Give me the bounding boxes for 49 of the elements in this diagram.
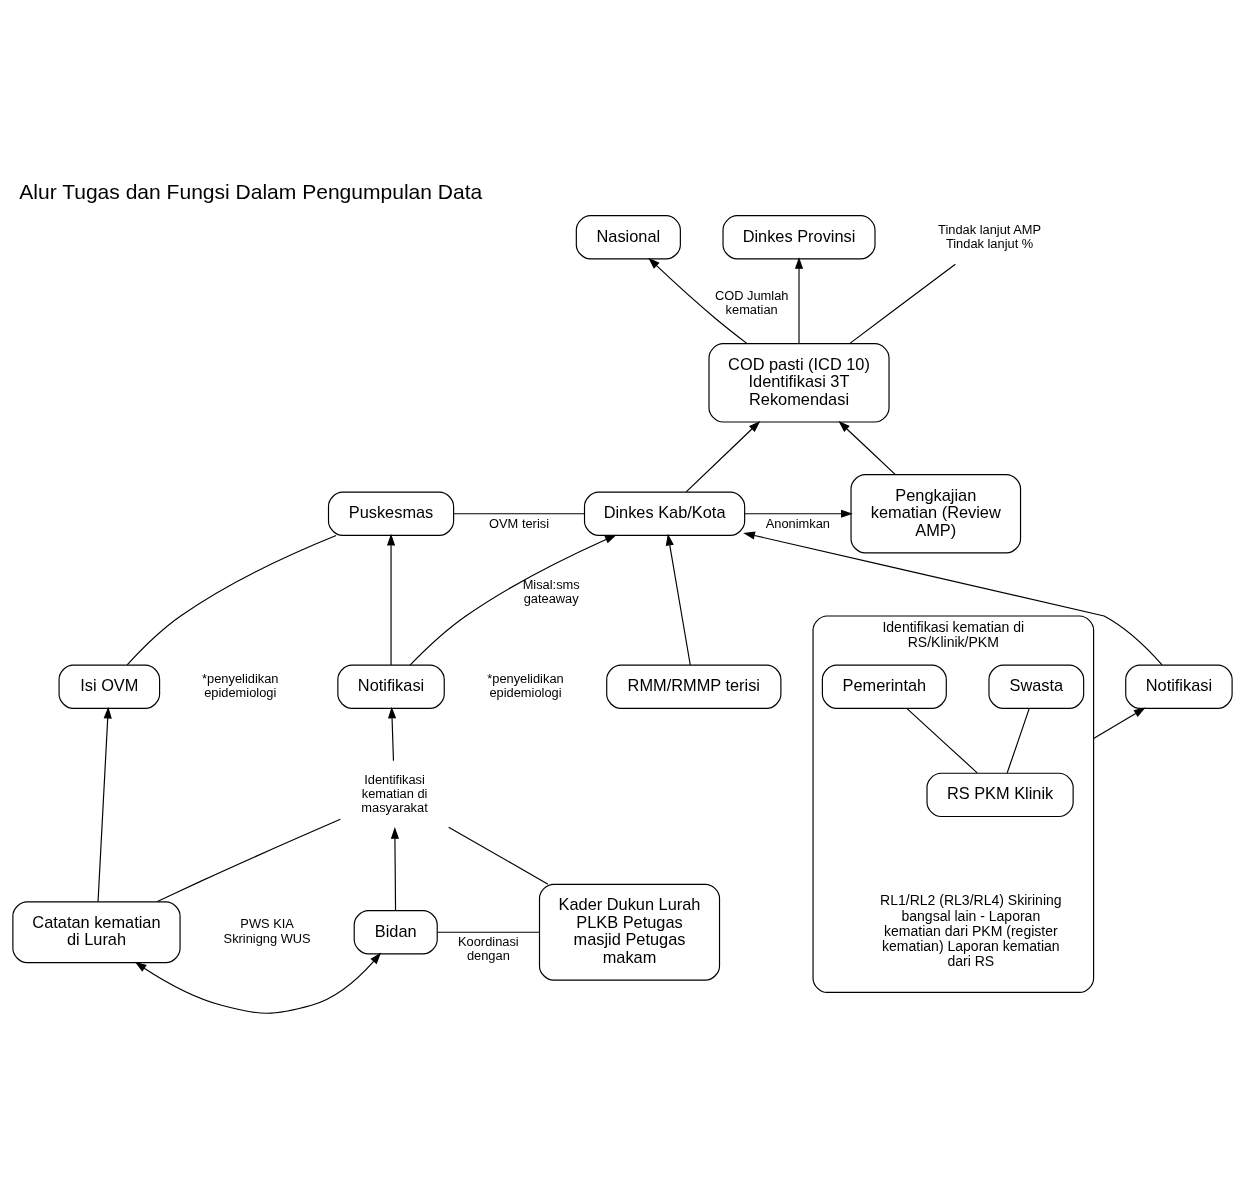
- node-box: Pemerintah: [821, 664, 947, 709]
- node-label: *penyelidikan epidemiologi: [487, 670, 564, 700]
- edge-label: Misal:sms gateaway: [522, 576, 580, 606]
- arrow: [648, 257, 748, 344]
- connector: [453, 512, 586, 514]
- node-text: Tindak lanjut AMP Tindak lanjut %: [938, 221, 1042, 251]
- connector: [448, 826, 549, 885]
- arrow: [409, 534, 617, 666]
- arrow: [794, 256, 804, 344]
- arrow: [387, 706, 397, 761]
- edge-label: Koordinasi dengan: [458, 933, 519, 963]
- connector: [126, 534, 337, 665]
- node-box: RMM/RMMP terisi: [606, 664, 782, 709]
- arrow: [744, 509, 853, 518]
- arrow: [1093, 707, 1146, 739]
- arrow: [97, 706, 112, 902]
- node-box: RS PKM Klinik: [926, 772, 1074, 817]
- arrow: [390, 826, 399, 911]
- connector: [436, 931, 540, 933]
- connector: [906, 707, 978, 773]
- node-label: PWS KIA Skrinigng WUS: [223, 915, 311, 946]
- node-box: Kader Dukun Lurah PLKB Petugas masjid Petugas makam: [538, 883, 721, 981]
- node-box: Notifikasi: [337, 664, 445, 709]
- node-box: Pengkajian kematian (Review AMP): [850, 473, 1022, 553]
- node-box: Bidan: [353, 909, 438, 954]
- edge-label: Anonimkan: [765, 515, 830, 531]
- node-box: COD pasti (ICD 10) Identifikasi 3T Rekomendasi: [708, 342, 890, 423]
- arrow: [665, 533, 691, 666]
- node-box: Puskesmas: [327, 491, 455, 536]
- connector: [1006, 707, 1030, 773]
- node-text: Identifikasi kematian di masyarakat: [361, 771, 428, 815]
- node-box: Notifikasi: [1125, 664, 1233, 709]
- arrow: [743, 531, 1163, 665]
- arrow: [134, 952, 382, 1014]
- node-box: Dinkes Provinsi: [722, 214, 876, 259]
- edge-label: COD Jumlah kematian: [714, 287, 789, 317]
- node-box: Catatan kematian di Lurah: [12, 900, 181, 963]
- diagram-title: Alur Tugas dan Fungsi Dalam Pengumpulan Data: [19, 179, 483, 203]
- node-box: Dinkes Kab/Kota: [583, 491, 746, 536]
- arrow: [838, 420, 896, 475]
- arrow: [386, 533, 396, 666]
- node-box: Isi OVM: [58, 664, 161, 709]
- connector: [156, 818, 341, 902]
- edge-label: OVM terisi: [489, 515, 550, 531]
- node-box: Swasta: [988, 664, 1085, 709]
- connector: [849, 263, 956, 344]
- node-label: *penyelidikan epidemiologi: [202, 670, 279, 700]
- node-box: Nasional: [575, 214, 681, 259]
- arrow: [685, 420, 761, 492]
